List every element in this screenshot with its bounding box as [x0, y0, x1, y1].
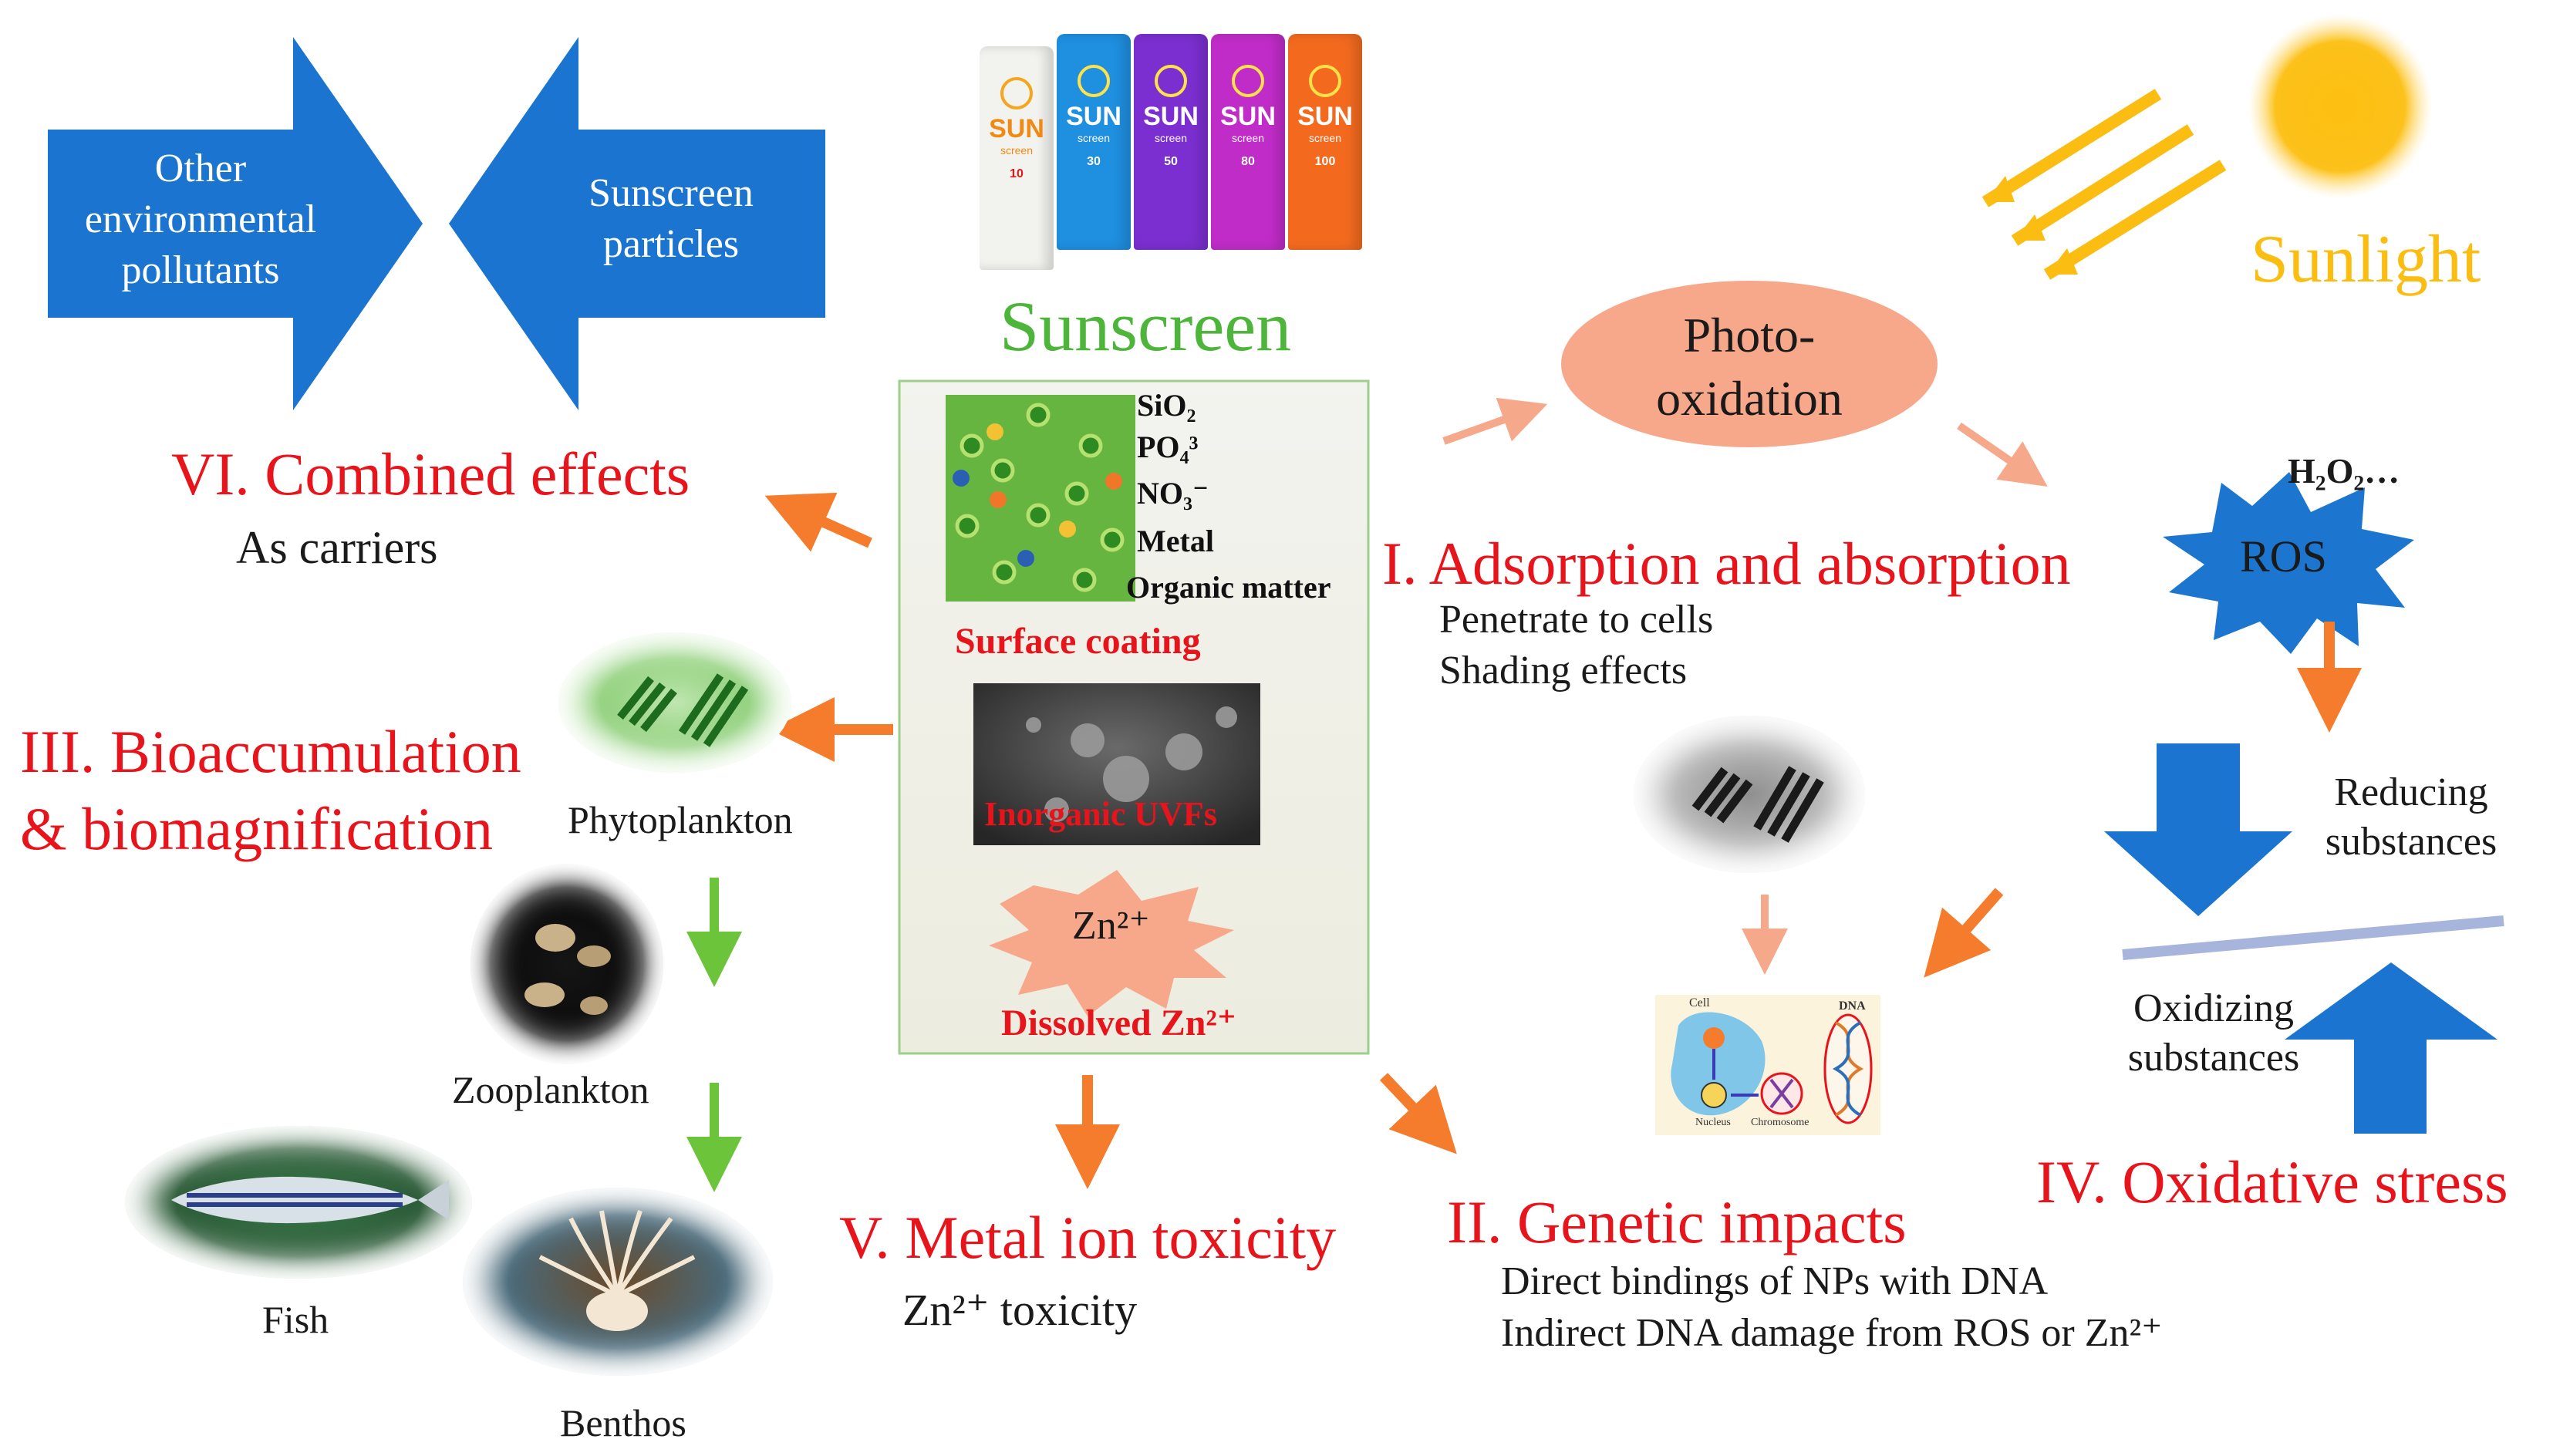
bioaccum-title-1: III. Bioaccumulation: [20, 718, 521, 785]
reducing-substances-label: Reducing substances: [2325, 770, 2497, 864]
oxidizing-substances-label: Oxidizing substances: [2127, 986, 2300, 1080]
bioaccum-title-2: & biomagnification: [20, 795, 494, 862]
inorganic-uvfs-label: Inorganic UVFs: [984, 795, 1217, 833]
tube-brand: SUN: [1220, 102, 1276, 131]
reducing-arrow: [2104, 743, 2292, 916]
cell-dna-diagram: [1655, 995, 1880, 1135]
cell-label: Cell: [1689, 996, 1710, 1009]
ros-burst: [2163, 472, 2414, 654]
chromosome-label: Chromosome: [1751, 1117, 1809, 1128]
tube-brand: SUN: [1143, 102, 1199, 131]
ros-label: ROS: [2240, 531, 2327, 581]
nucleus-label: Nucleus: [1695, 1117, 1731, 1128]
arrow-to-cell: [1924, 888, 2004, 978]
algae-gray-image: [1634, 716, 1865, 873]
sun-rays-icon: [1981, 89, 2227, 280]
arrow-to-photooxidation: [1442, 397, 1548, 445]
genetic-impacts-sub-1: Direct bindings of NPs with DNA: [1501, 1259, 2049, 1303]
coating-tile: [946, 395, 1135, 602]
zooplankton-image: [470, 864, 663, 1064]
sunscreen-particles-label: Sunscreen particles: [589, 171, 754, 266]
tube-spf: 10: [1010, 167, 1024, 180]
coating-item-metal: Metal: [1137, 524, 1214, 558]
tube-sub: screen: [1154, 132, 1188, 144]
tube-sun-icon: [1309, 65, 1341, 97]
genetic-impacts-title: II. Genetic impacts: [1447, 1188, 1907, 1255]
h2o2-label: H₂O₂…: [2288, 451, 2400, 490]
balance-line: [2122, 915, 2504, 960]
pollutants-arrow: [48, 37, 423, 410]
dissolved-zn-label: Dissolved Zn²⁺: [1001, 1003, 1237, 1043]
tube-sub: screen: [1000, 144, 1034, 157]
sun-icon: [2248, 14, 2433, 199]
tube-sub: screen: [1231, 132, 1265, 144]
fish-image: [125, 1126, 472, 1279]
benthos-image: [463, 1188, 773, 1376]
adsorption-title: I. Adsorption and absorption: [1382, 530, 2071, 597]
tube-sun-icon: [1000, 77, 1033, 110]
tube-brand: SUN: [1297, 102, 1353, 131]
oxidizing-arrow: [2285, 962, 2497, 1134]
phytoplankton-label: Phytoplankton: [568, 798, 793, 841]
tube-spf: 30: [1087, 155, 1101, 168]
photooxidation-ellipse: [1561, 281, 1938, 447]
combined-effects-sub: As carriers: [236, 522, 438, 573]
genetic-impacts-sub-2: Indirect DNA damage from ROS or Zn²⁺: [1501, 1311, 2163, 1355]
tube-sun-icon: [1078, 65, 1110, 97]
photooxidation-label: Photo- oxidation: [1656, 308, 1843, 426]
coating-item-organic: Organic matter: [1126, 570, 1331, 605]
oxidative-stress-title: IV. Oxidative stress: [2036, 1148, 2508, 1215]
dna-label: DNA: [1839, 999, 1866, 1013]
tube-spf: 100: [1314, 155, 1336, 168]
benthos-label: Benthos: [560, 1401, 686, 1444]
tube-sun-icon: [1232, 65, 1264, 97]
tube-spf: 80: [1241, 155, 1255, 168]
tube-brand: SUN: [1066, 102, 1121, 131]
sunscreen-particles-arrow: [449, 37, 825, 410]
arrow-to-genetic: [1379, 1073, 1457, 1154]
metal-toxicity-sub: Zn²⁺ toxicity: [902, 1285, 1138, 1335]
zooplankton-label: Zooplankton: [452, 1068, 649, 1111]
tube-spf: 50: [1164, 155, 1178, 168]
coating-item-no3: NO₃⁻: [1137, 476, 1209, 511]
arrow-to-combined: [764, 492, 872, 552]
tube-sub: screen: [1077, 132, 1111, 144]
zn-star-label: Zn²⁺: [1072, 904, 1150, 948]
fish-label: Fish: [262, 1298, 329, 1341]
tube-brand: SUN: [989, 114, 1044, 143]
coating-item-po4: PO₄³: [1137, 430, 1199, 464]
coating-item-sio2: SiO₂: [1137, 388, 1196, 423]
adsorption-sub-1: Penetrate to cells: [1439, 598, 1714, 642]
pollutants-label: Other environmental pollutants: [84, 147, 317, 292]
surface-coating-label: Surface coating: [955, 621, 1201, 662]
tube-sub: screen: [1308, 132, 1342, 144]
metal-toxicity-title: V. Metal ion toxicity: [839, 1204, 1337, 1271]
sunlight-title: Sunlight: [2251, 222, 2481, 297]
coating-particles: [953, 403, 1125, 592]
tube-sun-icon: [1155, 65, 1187, 97]
phytoplankton-image: [558, 632, 791, 773]
zn-star: [989, 870, 1234, 1016]
adsorption-sub-2: Shading effects: [1439, 649, 1688, 693]
arrow-to-ros: [1957, 422, 2048, 487]
combined-effects-title: VI. Combined effects: [171, 440, 690, 507]
sunscreen-title: Sunscreen: [1000, 287, 1292, 366]
